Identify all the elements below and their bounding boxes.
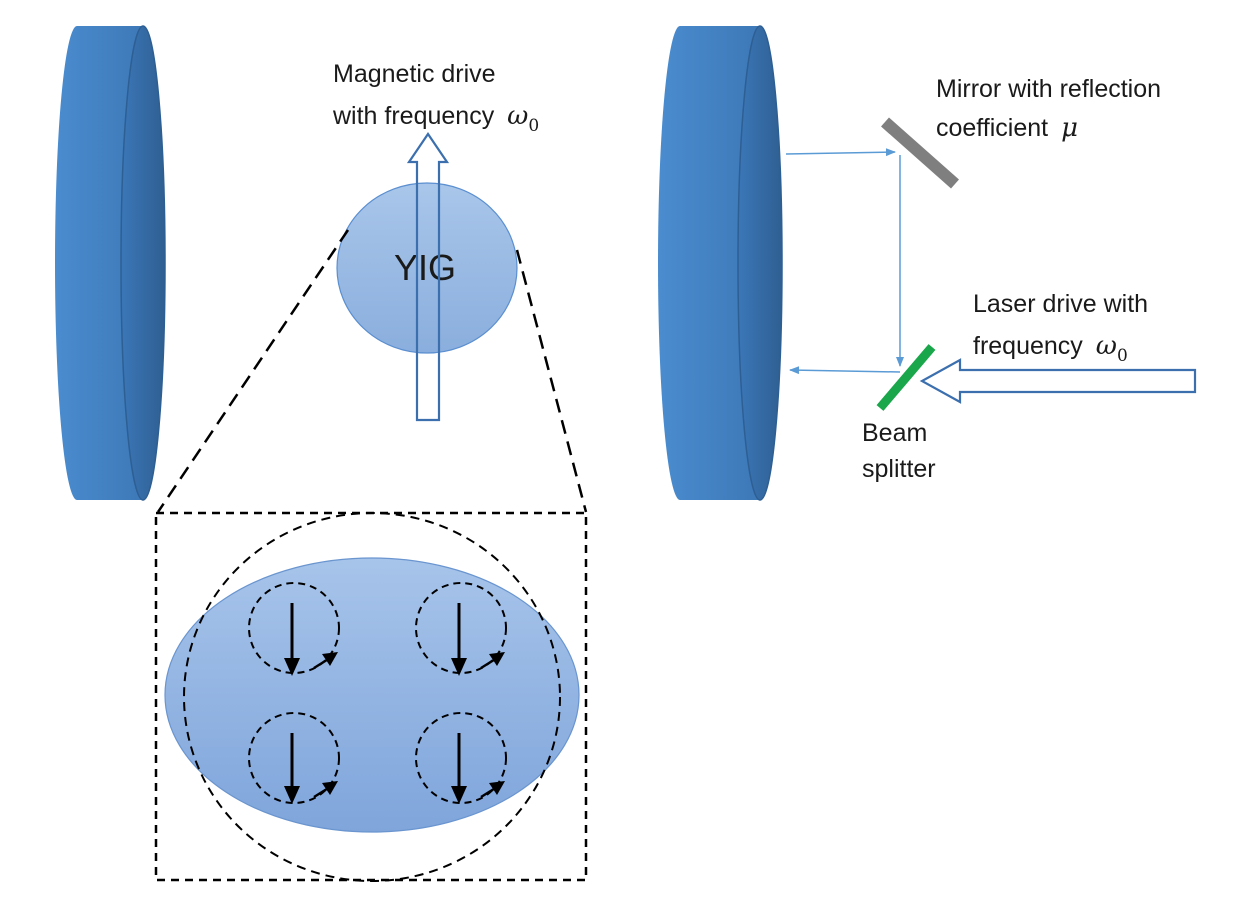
beam-splitter-label: Beam splitter [862, 419, 936, 483]
zoom-line-right [515, 249, 588, 513]
svg-text:Laser drive with: Laser drive with [973, 290, 1148, 318]
magnetic-drive-arrow [406, 132, 450, 422]
right-cavity-mirror [658, 25, 783, 501]
svg-text:splitter: splitter [862, 455, 936, 483]
spin-precession-bottom-left [248, 712, 340, 804]
spin-precession-top-right [415, 582, 507, 676]
magnetic-drive-label: Magnetic drive with frequency ω0 [332, 60, 539, 136]
laser-drive-arrow [919, 358, 1197, 404]
svg-text:Beam: Beam [862, 419, 927, 447]
spin-precession-bottom-right [415, 712, 507, 804]
laser-drive-label: Laser drive with frequency ω0 [973, 290, 1148, 366]
mirror-label: Mirror with reflection coefficient μ [936, 75, 1161, 143]
svg-text:with frequency ω0: with frequency ω0 [332, 101, 539, 136]
svg-text:frequency ω0: frequency ω0 [973, 331, 1128, 366]
laser-beam-path [785, 148, 904, 375]
svg-text:Mirror with reflection: Mirror with reflection [936, 75, 1161, 103]
yig-sphere: YIG [336, 182, 518, 354]
svg-text:coefficient μ: coefficient μ [936, 113, 1078, 143]
beam-splitter [876, 344, 936, 411]
output-mirror [881, 117, 959, 189]
zoom-yig-ellipse [164, 557, 580, 833]
left-cavity-mirror [55, 25, 166, 501]
yig-label: YIG [394, 247, 456, 288]
spin-precession-top-left [248, 582, 340, 676]
svg-text:Magnetic drive: Magnetic drive [333, 60, 496, 88]
zoom-line-left [156, 229, 350, 513]
zoom-outline-circle [183, 512, 561, 882]
